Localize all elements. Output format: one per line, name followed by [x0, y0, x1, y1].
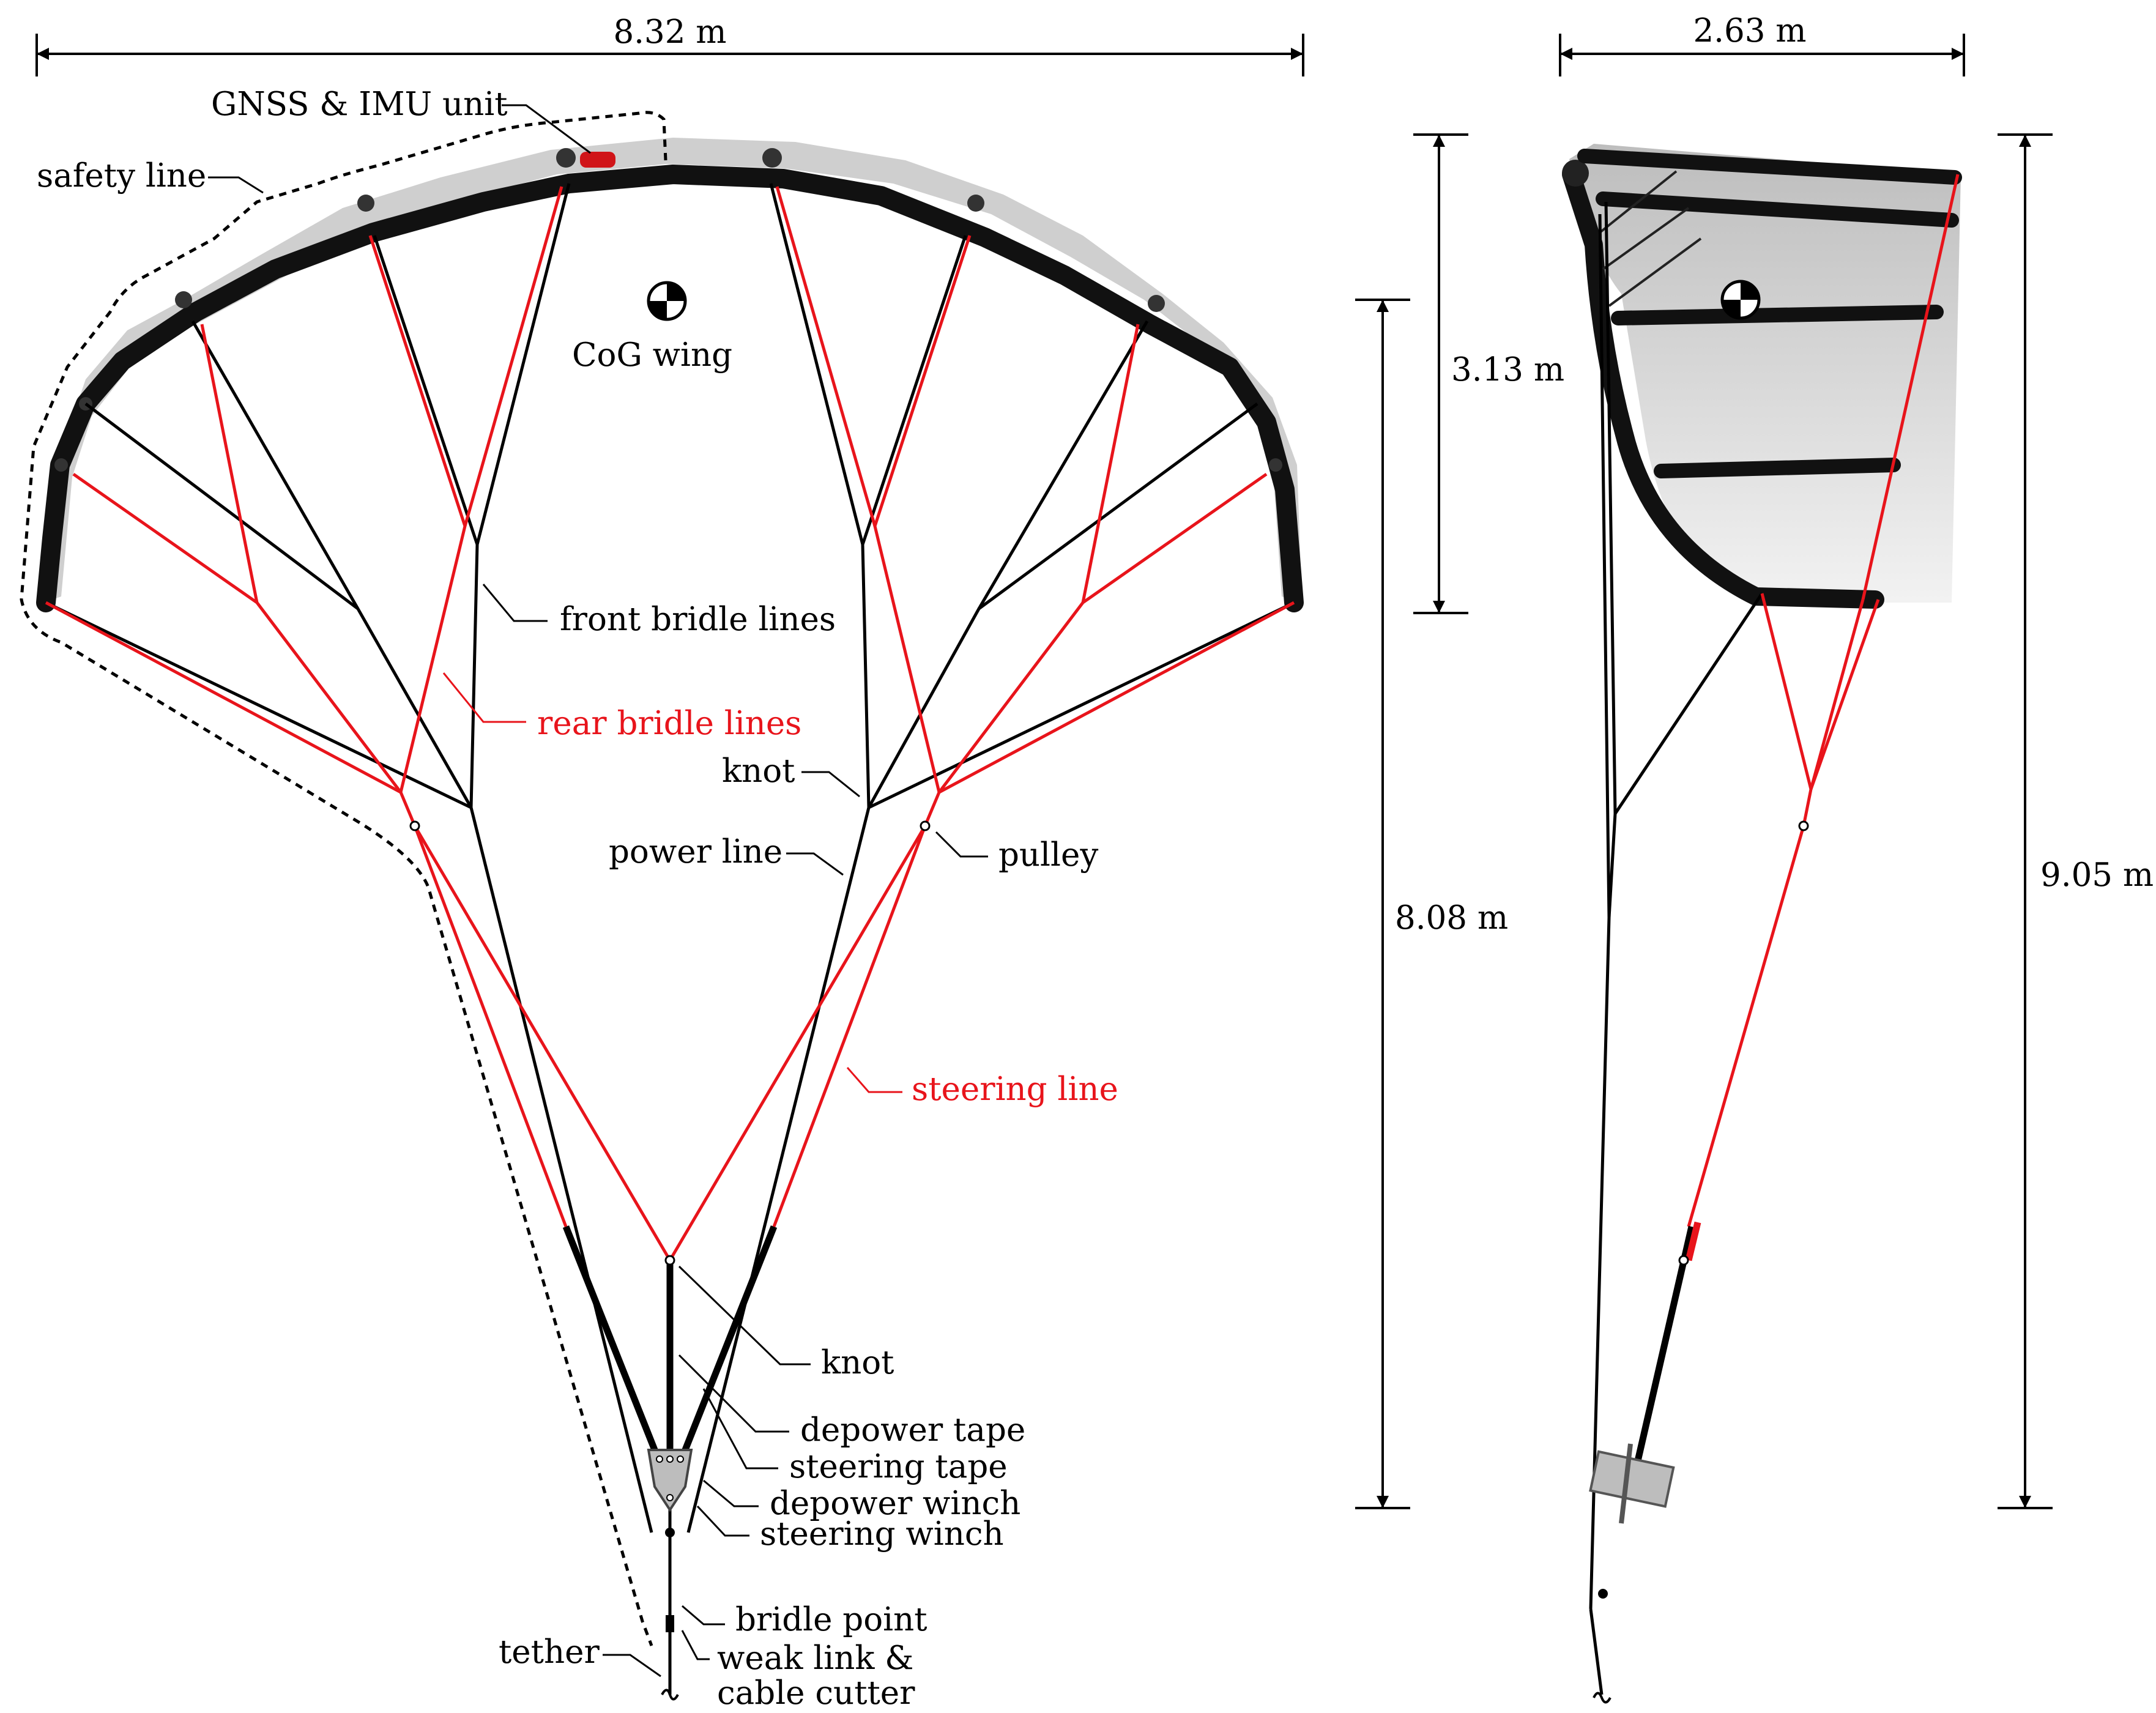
safety-leader [208, 176, 264, 194]
steering-winch-leader [696, 1505, 749, 1537]
strut-knobs [54, 148, 1282, 472]
chord-label: 2.63 m [1693, 12, 1806, 50]
rear-bridle-lines [45, 186, 1295, 1262]
safety-line-label: safety line [37, 157, 206, 195]
side-struts [1577, 149, 1962, 478]
steering-line-leader [846, 1067, 902, 1093]
knot-upper-label: knot [722, 752, 795, 790]
gnss-imu-unit [580, 152, 615, 168]
steering-tape-label: steering tape [789, 1448, 1008, 1485]
side-control-unit [1589, 1443, 1675, 1524]
cog-label: CoG wing [572, 336, 732, 374]
weak-link-label-1: weak link & [717, 1640, 913, 1677]
depower-tape-leader [678, 1354, 789, 1433]
leading-edge-tube [36, 165, 1304, 612]
power-line-label: power line [609, 833, 782, 871]
weak-link-leader [681, 1630, 710, 1660]
depower-winch-leader [703, 1479, 759, 1507]
side-canopy [1569, 144, 1961, 603]
wing-height-dimension: 3.13 m [1413, 133, 1564, 614]
pulley-label: pulley [998, 836, 1098, 874]
bridle-point-label: bridle point [735, 1601, 927, 1638]
rear-bridle-leader [442, 672, 526, 723]
steering-tape-leader [702, 1388, 778, 1470]
front-labels: GNSS & IMU unit safety line CoG wing fro… [37, 86, 1118, 1712]
pulley-left [409, 820, 420, 831]
bridle-height-label: 8.08 m [1395, 899, 1508, 937]
pulley-right [920, 820, 931, 831]
total-height-label: 9.05 m [2040, 856, 2154, 894]
front-view [20, 111, 1304, 1701]
bridle-height-dimension: 8.08 m [1355, 299, 1508, 1509]
gnss-leader [502, 104, 591, 154]
steering-line-label: steering line [912, 1071, 1118, 1108]
side-view [1562, 144, 1962, 1704]
depower-winch-label: depower winch [770, 1485, 1020, 1522]
side-front-lines [1589, 201, 1764, 1704]
kite-control-unit [647, 1449, 693, 1512]
span-label: 8.32 m [613, 13, 726, 51]
knot-lower-point [664, 1255, 675, 1266]
chord-dimension: 2.63 m [1559, 12, 1965, 76]
tether-leader [603, 1654, 661, 1678]
side-trailing-edge [1861, 174, 1960, 600]
span-dimension: 8.32 m [35, 13, 1304, 76]
side-battens [1599, 170, 1702, 307]
total-height-dimension: 9.05 m [1998, 133, 2154, 1509]
side-pulley [1798, 820, 1809, 831]
cog-symbol [647, 281, 687, 321]
gnss-imu-label: GNSS & IMU unit [211, 86, 508, 123]
front-bridle-lines [45, 183, 1295, 1533]
weak-link [666, 1615, 674, 1632]
front-bridle-leader [482, 584, 548, 622]
side-cog [1720, 280, 1761, 320]
tether-label: tether [499, 1633, 600, 1671]
steering-winch-label: steering winch [760, 1515, 1004, 1553]
knot-lower-label: knot [821, 1344, 894, 1381]
side-tape-red [1685, 1221, 1701, 1262]
tapes [562, 1225, 778, 1467]
pulley-leader [935, 831, 988, 858]
wing-height-label: 3.13 m [1451, 351, 1564, 388]
bridle-point-leader [682, 1605, 725, 1626]
side-tape [1627, 1225, 1695, 1494]
safety-line [20, 111, 667, 1646]
side-leading-edge [1562, 165, 1884, 609]
knot-upper-leader [801, 771, 860, 798]
front-bridle-label: front bridle lines [560, 601, 836, 638]
weak-link-label-2: cable cutter [717, 1674, 915, 1712]
knot-lower-leader [678, 1265, 811, 1366]
rear-bridle-label: rear bridle lines [537, 705, 801, 742]
side-rear-lines [1687, 593, 1880, 1227]
depower-tape-label: depower tape [800, 1411, 1025, 1449]
tether-break [661, 1689, 679, 1701]
power-line-leader [786, 852, 844, 876]
